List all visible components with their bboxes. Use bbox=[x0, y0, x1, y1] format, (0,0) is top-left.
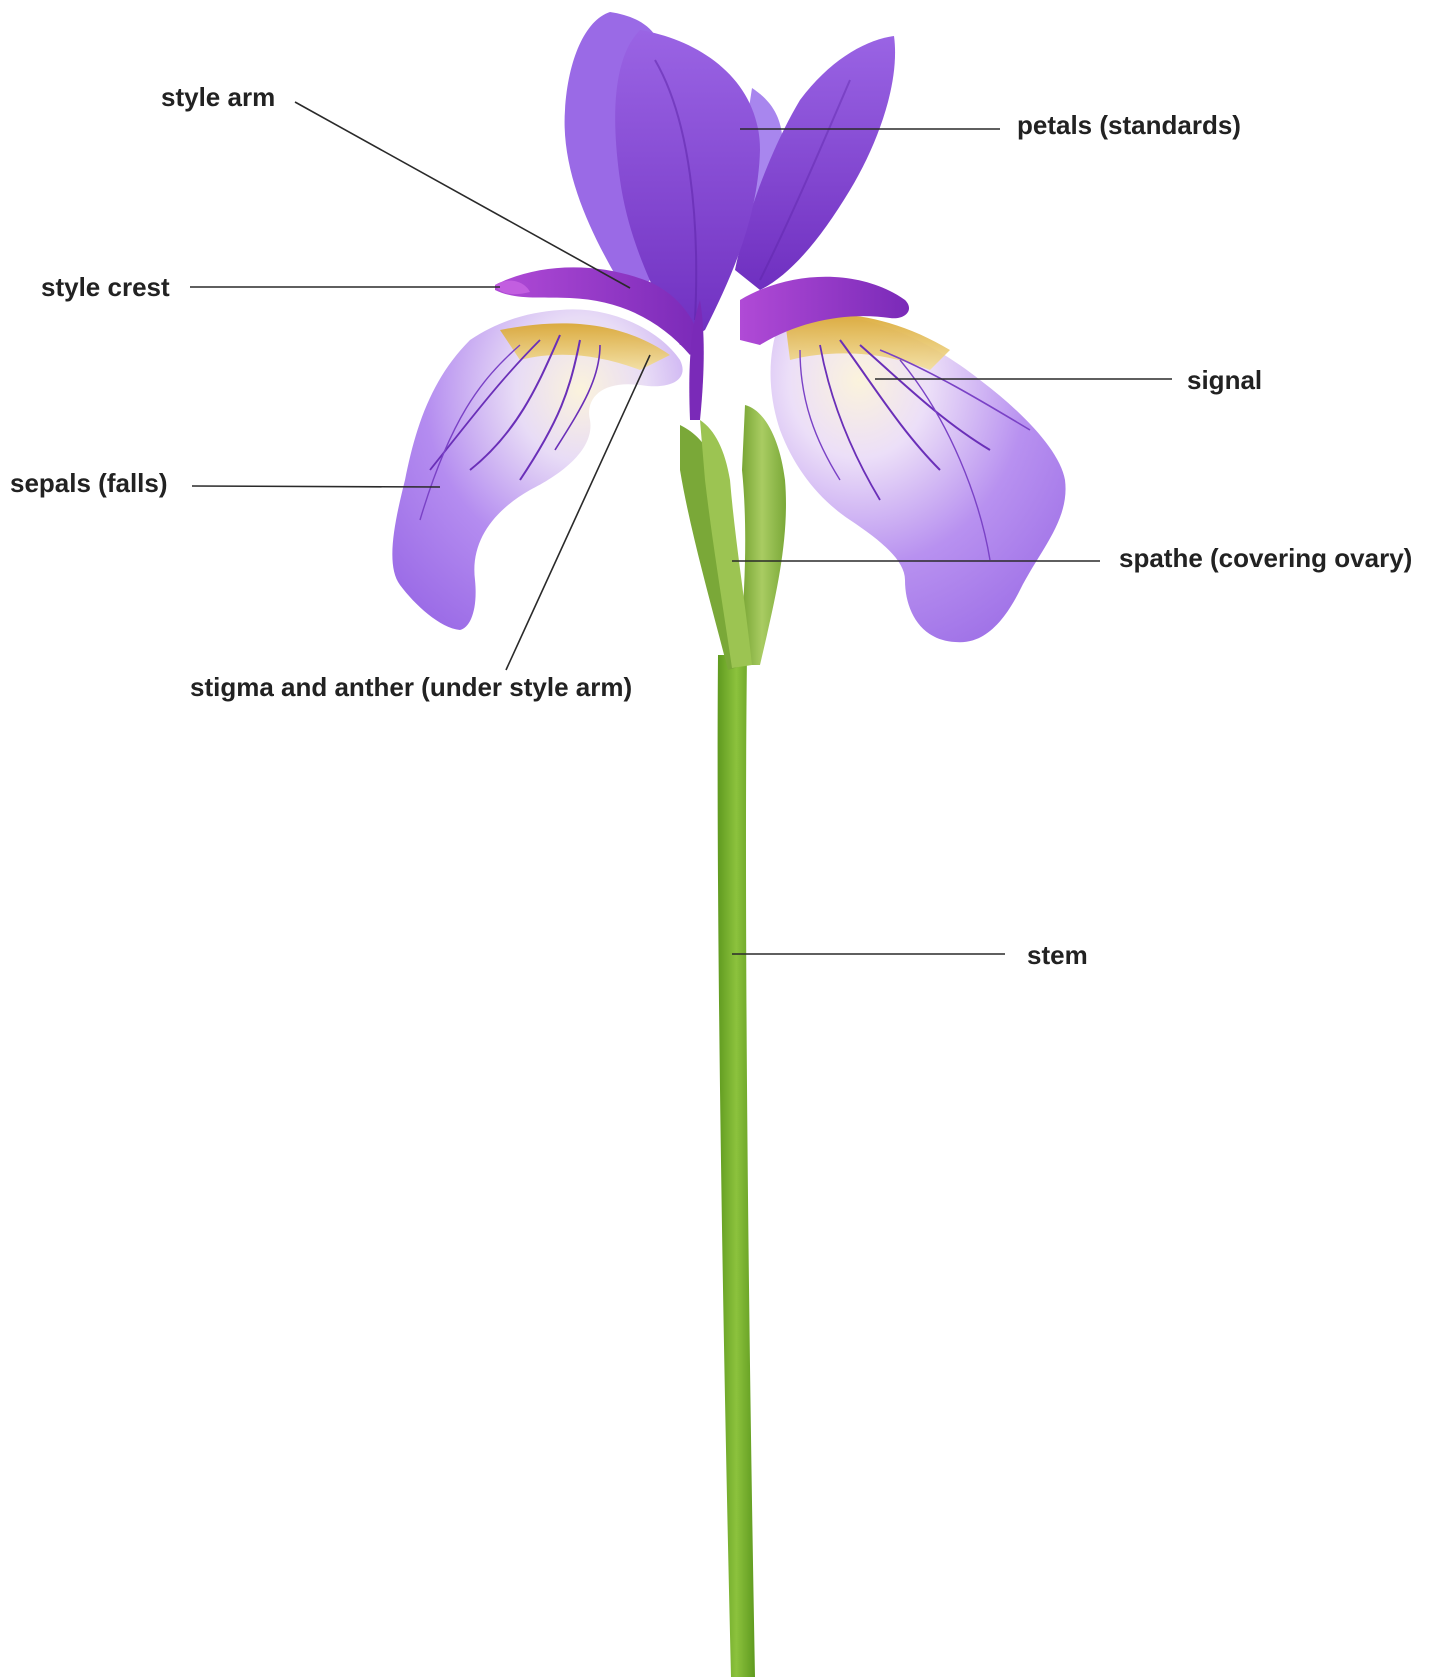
spathe-shape bbox=[680, 405, 786, 670]
right-fall bbox=[771, 314, 1066, 642]
stem-shape bbox=[718, 655, 755, 1677]
leader-sepals bbox=[192, 486, 440, 487]
label-stem: stem bbox=[1027, 940, 1088, 970]
label-signal: signal bbox=[1187, 365, 1262, 395]
label-style-arm: style arm bbox=[161, 82, 275, 112]
label-petals: petals (standards) bbox=[1017, 110, 1241, 140]
label-sepals: sepals (falls) bbox=[10, 468, 168, 498]
label-spathe: spathe (covering ovary) bbox=[1119, 543, 1412, 573]
label-style-crest: style crest bbox=[41, 272, 170, 302]
label-stigma-anther: stigma and anther (under style arm) bbox=[190, 672, 632, 702]
left-fall bbox=[392, 309, 682, 630]
